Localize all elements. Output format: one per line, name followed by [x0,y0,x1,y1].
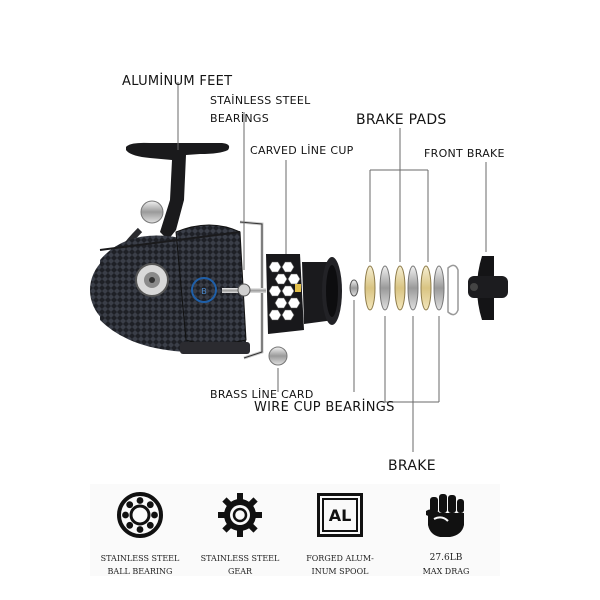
feature-line1: STAINLESS STEEL [100,554,180,563]
spool [302,257,342,325]
front-brake-knob [468,256,508,320]
feature-line2: GEAR [227,567,253,576]
feature-line2: MAX DRAG [422,567,470,576]
ball-bearing-icon [92,488,188,542]
gear-icon [192,488,288,542]
main-shaft [222,283,266,297]
reel-exploded-diagram: B [90,82,508,452]
svg-text:B: B [201,287,207,296]
al-badge-text: AL [322,498,358,532]
brake-stack [364,264,459,316]
label-aluminum-feet: ALUMİNUM FEET [122,74,233,89]
feature-ball-bearing: STAINLESS STEEL BALL BEARING [92,488,188,578]
label-carved-line-cup: CARVED LİNE CUP [250,144,354,157]
feature-line1: STAINLESS STEEL [200,554,280,563]
feature-line2: BALL BEARING [107,567,173,576]
feature-gear: STAINLESS STEEL GEAR [192,488,288,578]
label-brake: BRAKE [388,458,436,474]
carved-line-cup [266,254,304,334]
label-brass-line-card: BRASS LİNE CARD [210,388,314,401]
feature-forged-spool: AL FORGED ALUM- INUM SPOOL [292,488,388,578]
label-stainless-bearings-line2: BEARİNGS [210,112,270,125]
label-wire-cup-bearings: WIRE CUP BEARİNGS [254,400,395,415]
label-front-brake: FRONT BRAKE [424,147,505,160]
fist-icon [398,488,494,542]
al-badge-icon: AL [292,488,388,542]
label-brake-pads: BRAKE PADS [356,112,447,128]
reel-body: B [90,200,250,354]
feature-line2: INUM SPOOL [311,567,369,576]
feature-line1: 27.6LB [429,553,463,563]
feature-max-drag: 27.6LB MAX DRAG [398,488,494,578]
feature-line1: FORGED ALUM- [306,554,374,563]
leader-lines [177,82,487,452]
wire-cup-bearing [349,279,359,297]
label-stainless-bearings-line1: STAİNLESS STEEL [210,94,311,107]
